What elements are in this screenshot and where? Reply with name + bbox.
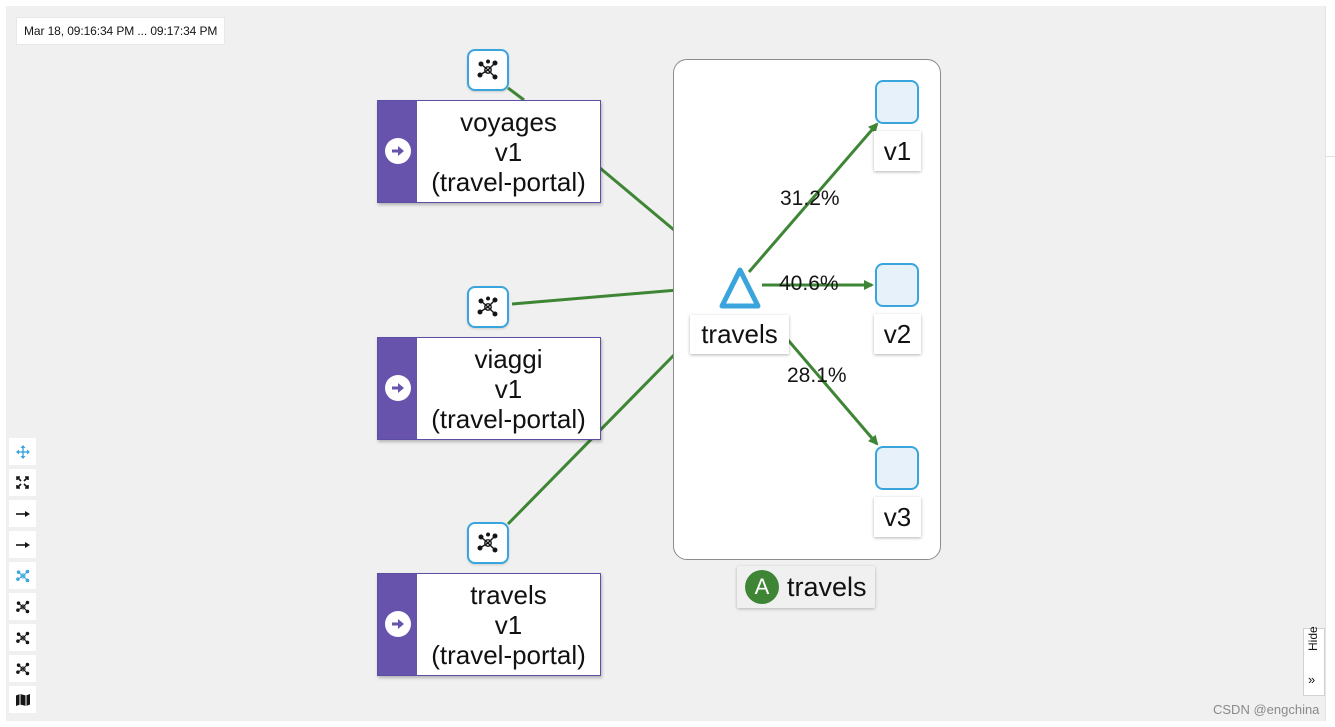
version-node-v2[interactable] bbox=[875, 263, 919, 307]
arrow-right-icon bbox=[385, 375, 411, 401]
edge-label-v2: 40.6% bbox=[779, 272, 839, 295]
arrow-right-icon bbox=[385, 138, 411, 164]
side-panel-edge bbox=[1325, 6, 1335, 721]
workload-entry-icon[interactable] bbox=[467, 49, 509, 91]
layout-icon[interactable] bbox=[9, 593, 36, 620]
workload-version: v1 bbox=[494, 373, 523, 404]
workload-namespace: (travel-portal) bbox=[431, 639, 586, 670]
workload-namespace: (travel-portal) bbox=[431, 166, 586, 197]
workload-namespace: (travel-portal) bbox=[431, 403, 586, 434]
layout-icon[interactable] bbox=[9, 655, 36, 682]
edge-label-v1: 31.2% bbox=[780, 187, 840, 210]
workload-node-voyages[interactable]: voyages v1 (travel-portal) bbox=[377, 100, 601, 203]
hide-label: Hide bbox=[1306, 626, 1320, 651]
arrow-right-icon bbox=[385, 611, 411, 637]
hide-legend-button[interactable]: Hide » bbox=[1303, 626, 1325, 696]
app-badge: A bbox=[745, 570, 779, 604]
version-node-v1[interactable] bbox=[875, 80, 919, 124]
app-label: A travels bbox=[737, 566, 875, 608]
workload-node-viaggi[interactable]: viaggi v1 (travel-portal) bbox=[377, 337, 601, 440]
edge-layout-icon[interactable] bbox=[9, 500, 36, 527]
version-label-v3: v3 bbox=[874, 497, 921, 537]
workload-name: viaggi bbox=[474, 343, 543, 374]
app-name: travels bbox=[787, 571, 867, 602]
graph-toolbar bbox=[9, 438, 36, 717]
move-icon[interactable] bbox=[9, 438, 36, 465]
workload-entry-icon[interactable] bbox=[467, 286, 509, 328]
service-label: travels bbox=[690, 315, 789, 354]
workload-entry-icon[interactable] bbox=[467, 522, 509, 564]
edge-voyages-icon bbox=[507, 86, 525, 102]
map-icon[interactable] bbox=[9, 686, 36, 713]
time-range-label: Mar 18, 09:16:34 PM ... 09:17:34 PM bbox=[16, 17, 226, 45]
namespace-layout-icon[interactable] bbox=[9, 562, 36, 589]
fit-icon[interactable] bbox=[9, 469, 36, 496]
version-label-v2: v2 bbox=[874, 314, 921, 354]
workload-name: travels bbox=[470, 579, 547, 610]
watermark: CSDN @engchina bbox=[1213, 702, 1320, 717]
workload-name: voyages bbox=[460, 106, 557, 137]
edge-label-v3: 28.1% bbox=[787, 364, 847, 387]
version-label-v1: v1 bbox=[874, 131, 921, 171]
version-node-v3[interactable] bbox=[875, 446, 919, 490]
workload-node-travels[interactable]: travels v1 (travel-portal) bbox=[377, 573, 601, 676]
edge-layout-icon[interactable] bbox=[9, 531, 36, 558]
workload-version: v1 bbox=[494, 136, 523, 167]
layout-icon[interactable] bbox=[9, 624, 36, 651]
workload-version: v1 bbox=[494, 609, 523, 640]
double-chevron-icon: » bbox=[1308, 672, 1316, 687]
